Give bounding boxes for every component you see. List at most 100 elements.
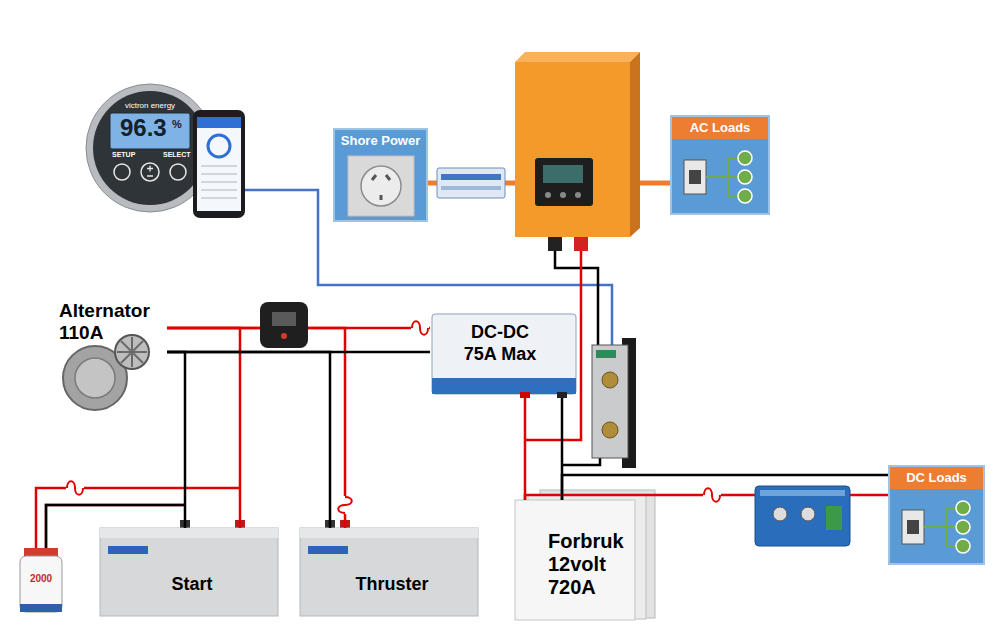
combiner-led [281,333,287,339]
part-label: Forbruk 12volt 720A [548,530,624,599]
load-lines [924,508,956,546]
panel-heading: DC Loads [890,467,983,489]
battery-lid [300,528,478,538]
panel-fill [888,465,985,565]
phone-list [201,166,237,198]
inverter-top [515,52,640,62]
shore-power-panel: Shore Power [333,128,428,222]
button-label: SELECT [163,151,191,159]
dc-dc-terminal [520,392,530,398]
shunt-terminal [596,350,616,358]
phone-gauge [208,135,230,157]
breaker-icon [902,510,924,544]
positive-wire [524,398,527,500]
dc-loads-panel: DC Loads [888,465,985,565]
monitor-button [170,164,186,180]
panel-heading: Shore Power [335,130,426,152]
part-label: Alternator 110A [59,300,150,344]
charger-stripe [441,186,501,190]
battery-badge [108,546,148,554]
part-label: Start [100,574,284,596]
panel-fill [333,128,428,222]
dc-dc-charger: DC-DC 75A Max [430,312,576,398]
battery-cell [515,500,635,620]
phone-header [197,117,241,128]
inverter-front [515,62,630,237]
phone-body [193,110,245,218]
panel-fill [670,115,770,215]
pump-base [20,604,62,612]
negative-wire [167,351,430,354]
load-circle [956,520,970,534]
outlet-slots [372,175,390,200]
battery-badge [308,546,348,554]
phone-screen [197,117,241,211]
button-symbol [147,166,153,177]
load-circle [738,170,752,184]
fuse-symbol [412,321,428,335]
alternator-ring [75,358,115,398]
breaker-icon [684,160,706,194]
negative-wire [167,352,185,528]
outlet-plate [348,156,414,216]
outlet-socket [361,166,401,206]
inverter-terminal [548,237,562,251]
alternator: Alternator 110A [55,298,167,410]
battery-combiner [260,302,308,348]
pulley-spokes [117,337,147,367]
dc-dc-base [432,378,576,394]
monitor-button [141,163,159,181]
monitor-button [114,164,130,180]
part-label: Thruster [300,574,484,596]
negative-wire [167,352,330,528]
positive-wire [167,328,240,528]
inverter-button [560,192,566,198]
breaker-switch [689,170,701,184]
inverter-button [575,192,581,198]
load-circle [956,501,970,515]
dc-dc-housing [432,314,576,394]
bilge-pump [20,556,62,612]
monitor-face [93,91,207,205]
breaker-switch [907,520,919,534]
thruster-battery: Thruster [300,528,484,616]
shunt-bolt [602,422,618,438]
ac-loads-panel: AC Loads [670,115,770,215]
monitor-screen [110,113,190,149]
inverter-button [545,192,551,198]
battery-case [100,528,278,616]
button-label: SETUP [112,151,135,159]
positive-wire [167,328,345,528]
fuse-symbol [67,481,83,495]
shunt-bolt [602,372,618,388]
inverter-panel [535,158,593,206]
protect-terminal [826,506,842,530]
panel-heading: AC Loads [672,117,768,139]
brand-mark: victron energy [125,101,175,110]
battery-shunt [592,345,628,458]
start-battery: Start [100,528,284,616]
inverter-display [543,165,583,183]
battery-case [300,528,478,616]
charger-stripe [441,174,501,180]
load-circle [956,539,970,553]
battery-lid [100,528,278,538]
load-circle [738,189,752,203]
part-label: DC-DC 75A Max [454,322,546,365]
battery-protect [755,486,850,546]
pump-model: 2000 [30,573,52,585]
protect-bolt [801,507,815,521]
unit-sign: % [172,118,182,131]
inverter-side [630,52,640,237]
inverter-terminal [574,237,588,251]
combiner-label [272,312,296,326]
state-of-charge: 96.3 [120,114,167,142]
charger-device [437,168,505,198]
house-battery-bank: Forbruk 12volt 720A [515,500,655,622]
protect-stripe [760,490,845,496]
protect-bolt [773,507,787,521]
